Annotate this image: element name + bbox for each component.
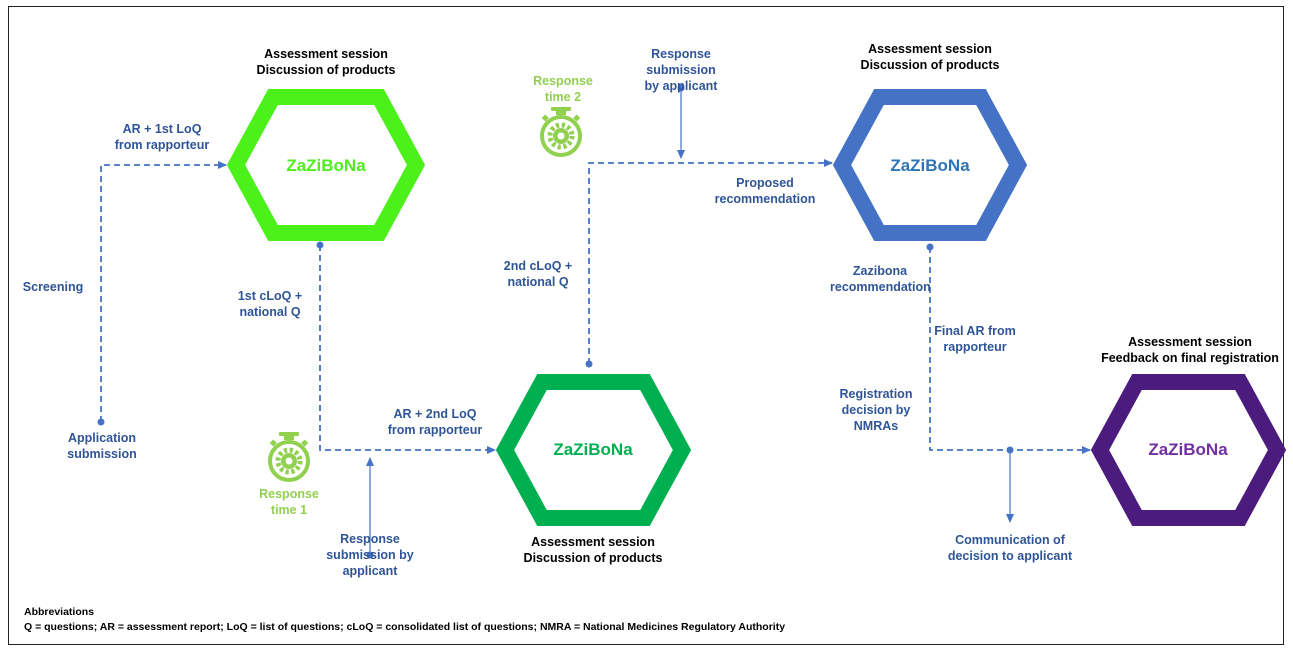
- label-second-cloq: 2nd cLoQ +national Q: [503, 259, 573, 289]
- connector-screening: [100, 161, 227, 422]
- dot-hex3-bottom: [926, 243, 934, 251]
- dot-response-1: [366, 551, 374, 559]
- label-screening: Screening: [22, 280, 84, 294]
- dot-communication: [1006, 446, 1014, 454]
- hexagon-4: [1090, 374, 1287, 526]
- dot-hex1-bottom: [316, 241, 324, 249]
- diagram-frame: [8, 6, 1284, 645]
- connector-final: [929, 247, 1091, 454]
- dot-second-cloq: [585, 360, 593, 368]
- abbreviations-heading: Abbreviations: [24, 606, 95, 618]
- hexagon-3-name: ZaZiBoNa: [890, 156, 970, 175]
- hexagon-4-name: ZaZiBoNa: [1148, 440, 1228, 459]
- hexagon-1: [226, 89, 426, 241]
- stopwatch-gear-icon: [540, 107, 582, 157]
- connector-first-cloq: [319, 245, 496, 454]
- hexagon-3: [832, 89, 1028, 241]
- connector-second-cloq: [588, 159, 833, 364]
- hexagon-1-name: ZaZiBoNa: [286, 156, 366, 175]
- abbreviations-text: Q = questions; AR = assessment report; L…: [24, 621, 786, 633]
- hexagon-2-name: ZaZiBoNa: [553, 440, 633, 459]
- hexagon-2: [495, 374, 692, 526]
- dot-application: [97, 418, 105, 426]
- stopwatch-gear-icon: [268, 432, 310, 482]
- label-first-cloq: 1st cLoQ +national Q: [237, 289, 303, 319]
- dot-response-2: [677, 84, 685, 92]
